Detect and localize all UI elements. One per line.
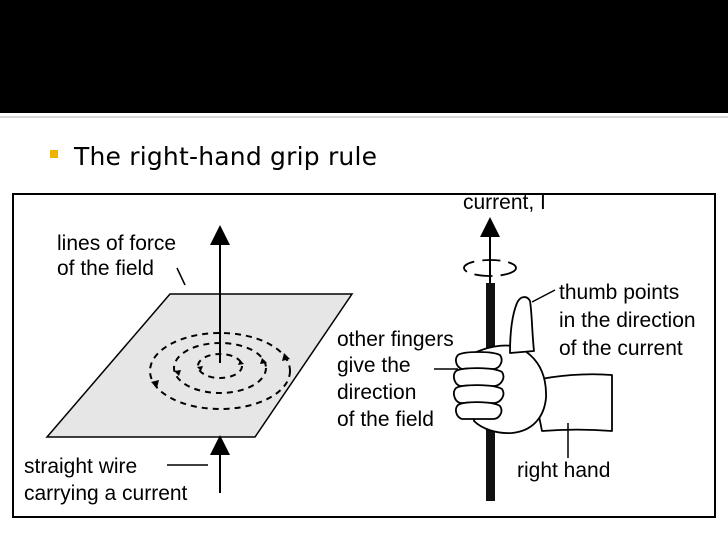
label-other-fingers-2: give the — [337, 354, 411, 377]
right-hand-drawing — [453, 296, 613, 434]
label-current: current, I — [463, 191, 546, 214]
label-other-fingers-3: direction — [337, 381, 417, 404]
grip-rule-figure: current, I lines of force of the field o… — [12, 191, 716, 518]
label-other-fingers-1: other fingers — [337, 328, 454, 351]
bullet-text: The right-hand grip rule — [74, 141, 378, 171]
title-bar — [0, 0, 728, 113]
rotation-indicator — [463, 259, 517, 277]
figure-drawing — [12, 193, 716, 518]
leader-lines-of-force — [176, 267, 186, 286]
divider-line — [0, 116, 728, 118]
label-straight-wire-2: carrying a current — [24, 482, 188, 505]
label-right-hand: right hand — [517, 459, 611, 482]
label-thumb-3: of the current — [559, 337, 683, 360]
label-other-fingers-4: of the field — [337, 408, 434, 431]
bullet-item: The right-hand grip rule — [50, 138, 377, 174]
figure-frame — [12, 193, 716, 518]
label-thumb-2: in the direction — [559, 309, 696, 332]
bullet-icon — [50, 150, 58, 158]
label-straight-wire-1: straight wire — [24, 455, 138, 478]
leader-thumb — [531, 289, 556, 303]
label-lines-of-force-1: lines of force — [57, 232, 177, 255]
plane-sheet — [45, 293, 354, 438]
label-lines-of-force-2: of the field — [57, 257, 154, 280]
field-arrowheads — [151, 353, 290, 388]
label-thumb-1: thumb points — [559, 281, 680, 304]
